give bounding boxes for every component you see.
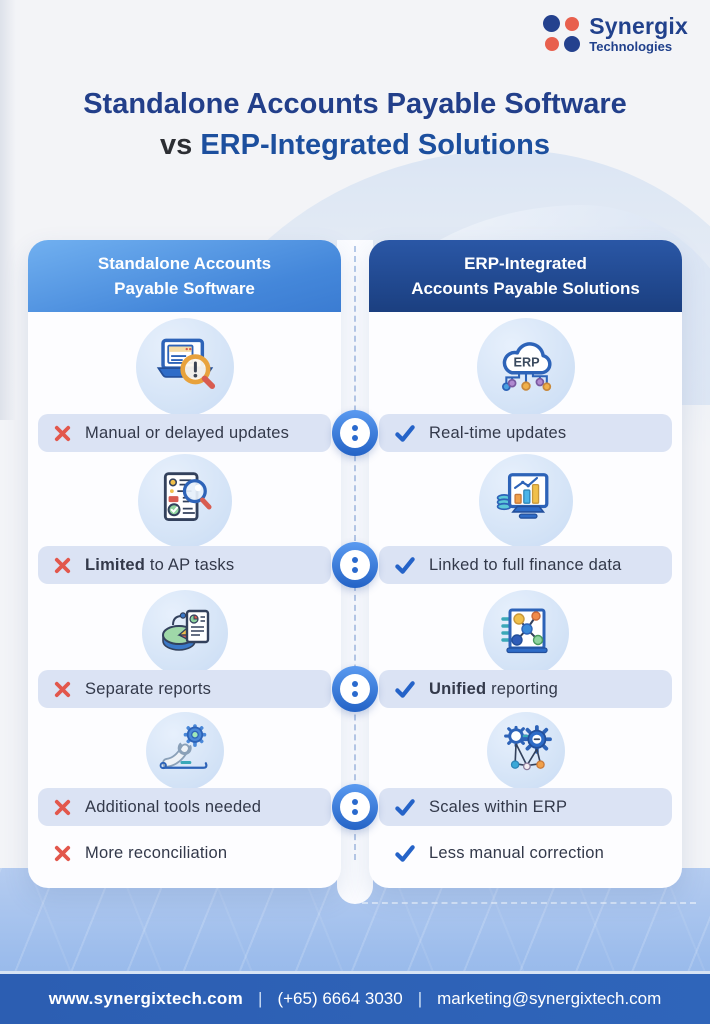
- vs-divider-dot: [332, 542, 378, 588]
- wrench-gear-icon: [145, 712, 224, 790]
- title-vs: vs: [160, 128, 193, 161]
- svg-text:ERP: ERP: [513, 354, 540, 369]
- comparison-item-row: Unified reporting: [379, 670, 672, 708]
- background-left-tint: [0, 0, 16, 420]
- check-icon: [394, 798, 416, 817]
- cross-icon: [53, 556, 72, 575]
- logo-name: Synergix: [589, 13, 688, 39]
- cross-icon: [53, 798, 72, 817]
- synergix-logo-dots-icon: [543, 15, 580, 52]
- footer-separator: |: [417, 989, 423, 1008]
- vs-divider-dot: [332, 666, 378, 712]
- title-line2-blue: ERP-Integrated Solutions: [200, 128, 550, 161]
- erp-cloud-network-icon: ERP: [476, 318, 575, 416]
- check-icon: [394, 424, 416, 443]
- footer-bar: www.synergixtech.com | (+65) 6664 3030 |…: [0, 971, 710, 1024]
- cross-icon: [53, 844, 72, 863]
- footer-separator: |: [258, 989, 263, 1008]
- footer-website: www.synergixtech.com: [48, 989, 244, 1008]
- standalone-column-card: Standalone Accounts Payable Software Man: [28, 240, 341, 888]
- comparison-item-row: Manual or delayed updates: [38, 414, 331, 452]
- check-icon: [394, 844, 416, 863]
- network-board-icon: [482, 590, 569, 676]
- comparison-item-row: Limited to AP tasks: [38, 546, 331, 584]
- footer-phone: (+65) 6664 3030: [277, 989, 403, 1008]
- standalone-column-header: Standalone Accounts Payable Software: [28, 240, 341, 312]
- check-icon: [394, 556, 416, 575]
- comparison-item-row: Additional tools needed: [38, 788, 331, 826]
- standalone-header-line1: Standalone Accounts: [97, 253, 272, 273]
- comparison-item-label: Linked to full finance data: [429, 555, 622, 574]
- synergix-logo: Synergix Technologies: [543, 14, 688, 54]
- comparison-item-row: Less manual correction: [379, 836, 672, 870]
- pie-chart-report-icon: [141, 590, 228, 676]
- laptop-alert-icon: [135, 318, 234, 416]
- comparison-item-row: Linked to full finance data: [379, 546, 672, 584]
- erp-header-line1: ERP-Integrated: [464, 253, 587, 273]
- comparison-item-label: Additional tools needed: [85, 797, 262, 816]
- monitor-bar-chart-icon: [478, 454, 573, 548]
- comparison-item-label: Scales within ERP: [429, 797, 568, 816]
- cross-icon: [53, 424, 72, 443]
- comparison-item-label: Limited to AP tasks: [85, 555, 235, 574]
- comparison-item-label: Separate reports: [85, 679, 212, 698]
- gears-network-icon: [486, 712, 565, 790]
- erp-column-card: ERP-Integrated Accounts Payable Solution…: [369, 240, 682, 888]
- title-line2: vs ERP-Integrated Solutions: [0, 125, 710, 166]
- comparison-item-row: Separate reports: [38, 670, 331, 708]
- comparison-item-label: Less manual correction: [429, 843, 604, 862]
- comparison-item-label: Real-time updates: [429, 423, 567, 442]
- comparison-item-label: More reconciliation: [85, 843, 228, 862]
- standalone-header-line2: Payable Software: [114, 279, 255, 298]
- comparison-item-row: Real-time updates: [379, 414, 672, 452]
- comparison-item-label: Manual or delayed updates: [85, 423, 290, 442]
- comparison-item-row: More reconciliation: [38, 836, 331, 870]
- comparison-item-label: Unified reporting: [429, 679, 559, 698]
- comparison-item-row: Scales within ERP: [379, 788, 672, 826]
- vs-divider-dot: [332, 784, 378, 830]
- cross-icon: [53, 680, 72, 699]
- title-line1: Standalone Accounts Payable Software: [83, 88, 627, 120]
- footer-email: marketing@synergixtech.com: [437, 989, 662, 1008]
- logo-subtitle: Technologies: [589, 39, 673, 55]
- check-icon: [394, 680, 416, 699]
- erp-column-header: ERP-Integrated Accounts Payable Solution…: [369, 240, 682, 312]
- page-title: Standalone Accounts Payable Software vs …: [0, 84, 710, 165]
- document-audit-magnifier-icon: [137, 454, 232, 548]
- erp-header-line2: Accounts Payable Solutions: [411, 279, 640, 298]
- vs-divider-dot: [332, 410, 378, 456]
- background-dashed-line: [362, 902, 696, 904]
